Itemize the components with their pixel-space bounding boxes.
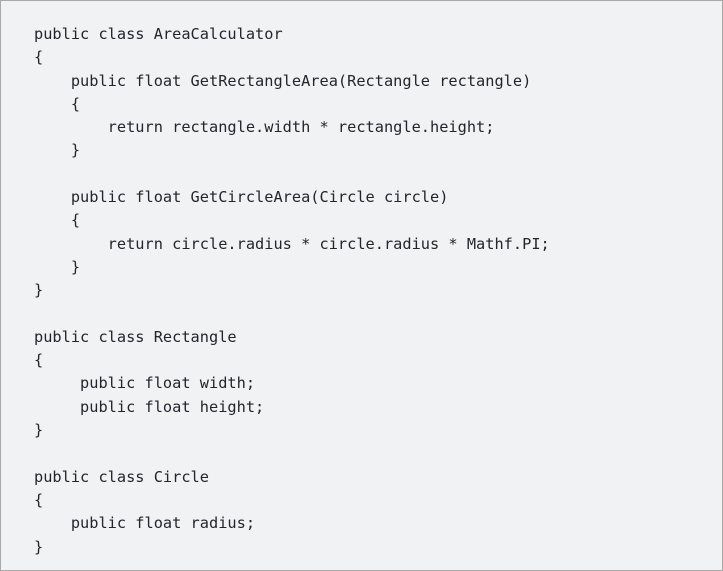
code-line: { [34, 351, 44, 370]
code-line: { [34, 48, 44, 67]
code-line: public float height; [34, 397, 265, 416]
code-block[interactable]: public class AreaCalculator { public floa… [1, 23, 722, 559]
code-line: { [34, 490, 44, 509]
code-line: public class AreaCalculator [34, 25, 283, 43]
code-line: } [34, 141, 81, 160]
code-line: return circle.radius * circle.radius * M… [34, 234, 550, 253]
code-line: return rectangle.width * rectangle.heigh… [34, 118, 495, 137]
code-line: } [34, 421, 44, 440]
code-content: public class AreaCalculator { public floa… [34, 23, 722, 559]
code-line: public float width; [34, 374, 256, 393]
code-line: public class Rectangle [34, 327, 237, 346]
code-line: { [34, 211, 81, 230]
code-line: public float GetCircleArea(Circle circle… [34, 188, 449, 207]
code-line: { [34, 94, 81, 113]
code-line: public class Circle [34, 467, 209, 486]
code-line: } [34, 537, 44, 556]
code-line [34, 442, 722, 465]
code-line: } [34, 281, 44, 300]
code-line: public float GetRectangleArea(Rectangle … [34, 71, 532, 90]
code-line [34, 303, 722, 326]
code-line: } [34, 257, 81, 276]
code-line [34, 163, 722, 186]
code-line: public float radius; [34, 514, 256, 533]
